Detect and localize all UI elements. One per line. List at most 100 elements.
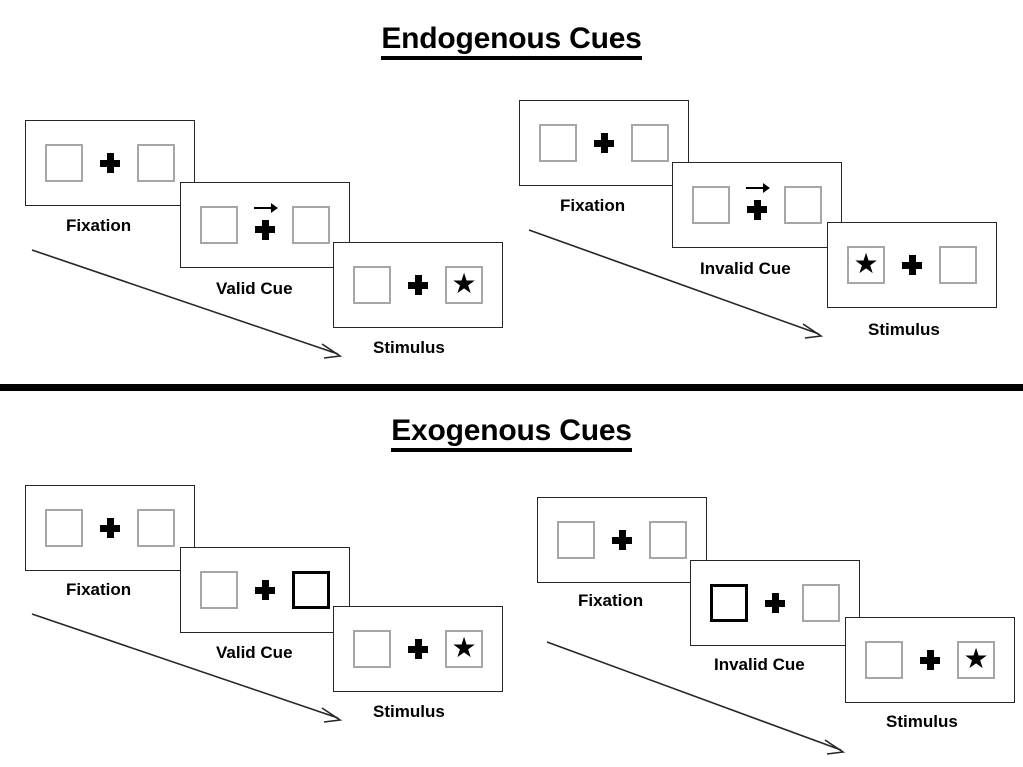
fixation-cross-wrap: [762, 583, 788, 623]
fixation-cross-icon: [920, 650, 940, 670]
time-arrow-svg: [31, 249, 343, 359]
screen-endogenous-valid-stimulus[interactable]: ★: [333, 242, 503, 328]
fixation-cross-icon: [408, 275, 428, 295]
time-arrow-svg: [31, 613, 343, 723]
fixation-cross-icon: [100, 518, 120, 538]
time-arrow-svg: [546, 641, 846, 755]
right-box[interactable]: [649, 521, 687, 559]
screen-content: [539, 123, 669, 163]
arrow-head: [270, 203, 278, 213]
screen-endogenous-invalid-cue[interactable]: [672, 162, 842, 248]
right-box-cued[interactable]: [292, 571, 330, 609]
right-box[interactable]: [292, 206, 330, 244]
caption-endogenous-invalid-cue: Invalid Cue: [700, 259, 791, 278]
fixation-cross-wrap: [405, 265, 431, 305]
right-box[interactable]: [137, 509, 175, 547]
caption-exogenous-invalid-fixation: Fixation: [578, 591, 644, 610]
left-box-cued[interactable]: [710, 584, 748, 622]
left-box[interactable]: [353, 266, 391, 304]
right-box[interactable]: [784, 186, 822, 224]
screen-exogenous-valid-fixation[interactable]: [25, 485, 195, 571]
fixation-cross-icon: [100, 153, 120, 173]
screen-content: [200, 203, 330, 245]
left-box[interactable]: ★: [847, 246, 885, 284]
left-box[interactable]: [557, 521, 595, 559]
fixation-cross-wrap: [917, 640, 943, 680]
caption-exogenous-valid-fixation: Fixation: [66, 580, 132, 599]
fixation-cross-wrap: [405, 629, 431, 669]
fixation-cross-icon: [612, 530, 632, 550]
time-arrow-svg: [528, 229, 824, 339]
screen-content: [45, 143, 175, 183]
left-box[interactable]: [200, 571, 238, 609]
screen-exogenous-invalid-fixation[interactable]: [537, 497, 707, 583]
screen-endogenous-valid-cue[interactable]: [180, 182, 350, 268]
fixation-cross-wrap: [97, 143, 123, 183]
star-icon: ★: [451, 268, 477, 299]
fixation-cross-wrap: [252, 570, 278, 610]
right-box[interactable]: [939, 246, 977, 284]
fixation-cross-wrap: [97, 508, 123, 548]
fixation-cross-wrap: [899, 245, 925, 285]
screen-endogenous-invalid-stimulus[interactable]: ★: [827, 222, 997, 308]
star-icon: ★: [853, 248, 879, 279]
time-arrow-endogenous-valid: [30, 248, 350, 363]
arrow-shaft: [253, 207, 273, 209]
right-box[interactable]: [631, 124, 669, 162]
fixation-cross-icon: [747, 199, 767, 220]
arrow-shaft: [745, 187, 765, 189]
arrow-head: [762, 183, 770, 193]
screen-exogenous-valid-stimulus[interactable]: ★: [333, 606, 503, 692]
right-arrow-icon: [253, 203, 278, 213]
left-box[interactable]: [692, 186, 730, 224]
right-box[interactable]: ★: [445, 266, 483, 304]
section-title-endogenous: Endogenous Cues: [0, 22, 1023, 60]
caption-endogenous-valid-stimulus: Stimulus: [373, 338, 445, 357]
time-arrow-endogenous-invalid: [527, 228, 847, 343]
right-box[interactable]: ★: [445, 630, 483, 668]
left-box[interactable]: [45, 509, 83, 547]
section-title-exogenous: Exogenous Cues: [0, 414, 1023, 452]
screen-content: [557, 520, 687, 560]
screen-content: ★: [865, 640, 995, 680]
right-box[interactable]: ★: [957, 641, 995, 679]
screen-content: [692, 183, 822, 225]
section-title-exogenous-text: Exogenous Cues: [391, 414, 632, 452]
left-box[interactable]: [539, 124, 577, 162]
section-divider: [0, 384, 1023, 391]
screen-content: ★: [353, 265, 483, 305]
fixation-cross-wrap: [252, 203, 278, 245]
caption-exogenous-invalid-stimulus: Stimulus: [886, 712, 958, 731]
left-box[interactable]: [353, 630, 391, 668]
fixation-cross-wrap: [744, 183, 770, 225]
section-title-endogenous-text: Endogenous Cues: [381, 22, 642, 60]
left-box[interactable]: [45, 144, 83, 182]
screen-exogenous-invalid-cue[interactable]: [690, 560, 860, 646]
star-icon: ★: [451, 632, 477, 663]
screen-content: ★: [353, 629, 483, 669]
right-arrow-icon: [745, 183, 770, 193]
caption-exogenous-valid-stimulus: Stimulus: [373, 702, 445, 721]
right-box[interactable]: [137, 144, 175, 182]
caption-endogenous-valid-cue: Valid Cue: [216, 279, 293, 298]
left-box[interactable]: [200, 206, 238, 244]
caption-endogenous-valid-fixation: Fixation: [66, 216, 132, 235]
screen-endogenous-invalid-fixation[interactable]: [519, 100, 689, 186]
screen-exogenous-invalid-stimulus[interactable]: ★: [845, 617, 1015, 703]
fixation-cross-wrap: [591, 123, 617, 163]
screen-content: [710, 583, 840, 623]
caption-exogenous-invalid-cue: Invalid Cue: [714, 655, 805, 674]
fixation-cross-icon: [408, 639, 428, 659]
time-arrow-exogenous-invalid: [545, 640, 865, 760]
fixation-cross-icon: [765, 593, 785, 613]
fixation-cross-icon: [255, 219, 275, 240]
screen-endogenous-valid-fixation[interactable]: [25, 120, 195, 206]
caption-endogenous-invalid-fixation: Fixation: [560, 196, 626, 215]
fixation-cross-icon: [902, 255, 922, 275]
right-box[interactable]: [802, 584, 840, 622]
screen-exogenous-valid-cue[interactable]: [180, 547, 350, 633]
left-box[interactable]: [865, 641, 903, 679]
screen-content: [45, 508, 175, 548]
star-icon: ★: [963, 643, 989, 674]
